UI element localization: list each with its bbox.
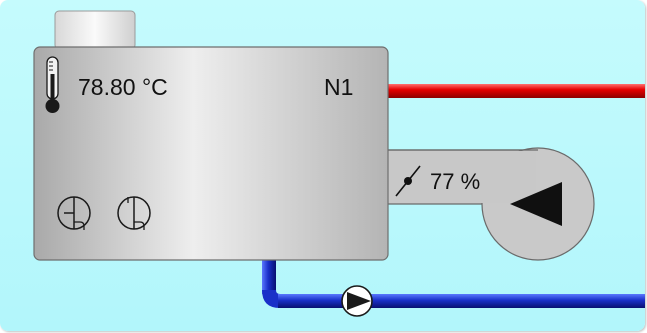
boiler-temperature: 78.80 °C [78,74,168,100]
boiler-flue [54,10,136,50]
burner-icon [57,196,91,230]
pump-icon[interactable] [341,285,373,317]
fan-icon [510,182,562,226]
return-pipe [262,258,645,308]
supply-pipe [386,84,645,98]
boiler-name: N1 [324,74,354,100]
damper-opening-value: 77 % [430,169,481,194]
burner-icon [117,196,151,230]
fan-housing [385,147,595,261]
thermometer-icon [45,56,60,113]
damper-icon [395,165,421,197]
boiler-body [33,46,389,261]
